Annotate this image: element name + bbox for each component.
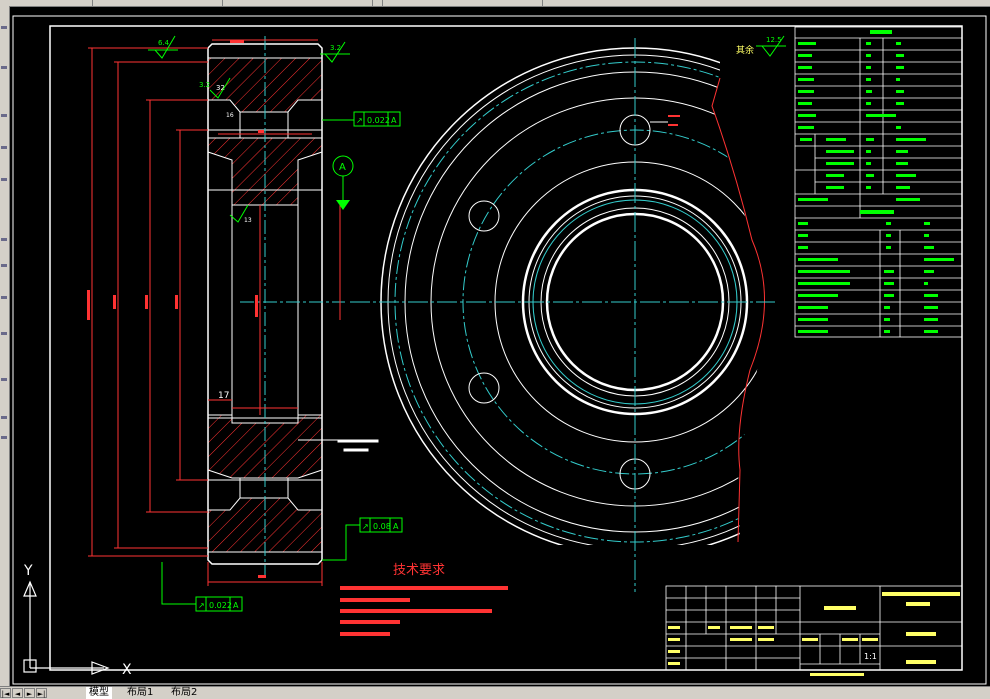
hatch-top-web [207, 137, 323, 206]
toolbar-segment[interactable] [372, 0, 383, 6]
ucs-y-label: Y [23, 563, 33, 579]
nav-last-icon[interactable]: ►| [36, 688, 47, 698]
drawing-canvas[interactable]: 17 16 13 32 6.4 3.2 3.2 其余 12.5 ↗ 0.022 … [9, 6, 990, 686]
layout-tab-bar: |◄ ◄ ► ►| 模型 布局1 布局2 [0, 686, 990, 699]
roughness-side: 3.2 [199, 81, 210, 89]
tolerance-frame-1: ↗ 0.022 A [322, 111, 401, 127]
title-block [665, 585, 963, 671]
gear-section-view [207, 36, 345, 575]
outer-frame [12, 15, 987, 685]
tab-model[interactable]: 模型 [86, 687, 112, 699]
tab-layout2[interactable]: 布局2 [171, 687, 198, 698]
tolerance-frame-2: ↗ 0.08 A [322, 517, 403, 561]
tech-requirements-lines [340, 586, 508, 636]
toolbar-segment[interactable] [222, 0, 373, 6]
dim-16: 16 [226, 112, 234, 119]
toolbar-strip [0, 0, 990, 7]
parameter-table-text [798, 30, 954, 333]
toolbar-segment[interactable] [0, 0, 93, 6]
svg-text:↗: ↗ [362, 522, 369, 531]
tolerance-3-datum: A [233, 601, 239, 610]
toolbar-segment[interactable] [92, 0, 223, 6]
left-palette[interactable] [0, 6, 10, 686]
svg-text:↗: ↗ [198, 601, 205, 610]
datum-a-symbol: A [332, 155, 354, 210]
toolbar-segment[interactable] [382, 0, 543, 6]
nav-next-icon[interactable]: ► [24, 688, 35, 698]
dimension-texts [87, 40, 266, 578]
svg-text:↗: ↗ [356, 116, 363, 125]
nav-first-icon[interactable]: |◄ [0, 688, 11, 698]
roughness-other-label: 其余 [736, 44, 754, 56]
gear-front-view [350, 38, 775, 592]
leader-note [298, 439, 379, 452]
tolerance-frame-3: ↗ 0.022 A [161, 562, 243, 612]
tab-layout1[interactable]: 布局1 [127, 687, 154, 698]
dim-13: 13 [244, 217, 252, 224]
title-block-text [668, 592, 960, 676]
parameter-table [794, 26, 963, 338]
dim-32: 32 [216, 84, 225, 92]
roughness-top-left: 6.4 [158, 39, 170, 47]
roughness-other-value: 12.5 [766, 36, 782, 44]
tolerance-1-datum: A [391, 116, 397, 125]
dim-17: 17 [218, 391, 229, 401]
ucs-icon [23, 580, 110, 675]
datum-label: A [339, 162, 346, 173]
tolerance-3-value: 0.022 [209, 601, 232, 610]
tolerance-2-value: 0.08 [373, 522, 391, 531]
nav-prev-icon[interactable]: ◄ [12, 688, 23, 698]
tolerance-2-datum: A [393, 522, 399, 531]
title-block-scale: 1:1 [864, 652, 877, 661]
dimension-lines [88, 39, 350, 586]
tech-requirements-title: 技术要求 [393, 563, 445, 578]
tolerance-1-value: 0.022 [367, 116, 390, 125]
inner-frame [49, 25, 963, 671]
roughness-top-right: 3.2 [330, 44, 341, 52]
ucs-x-label: X [122, 662, 132, 678]
roughness-symbols [148, 35, 786, 223]
